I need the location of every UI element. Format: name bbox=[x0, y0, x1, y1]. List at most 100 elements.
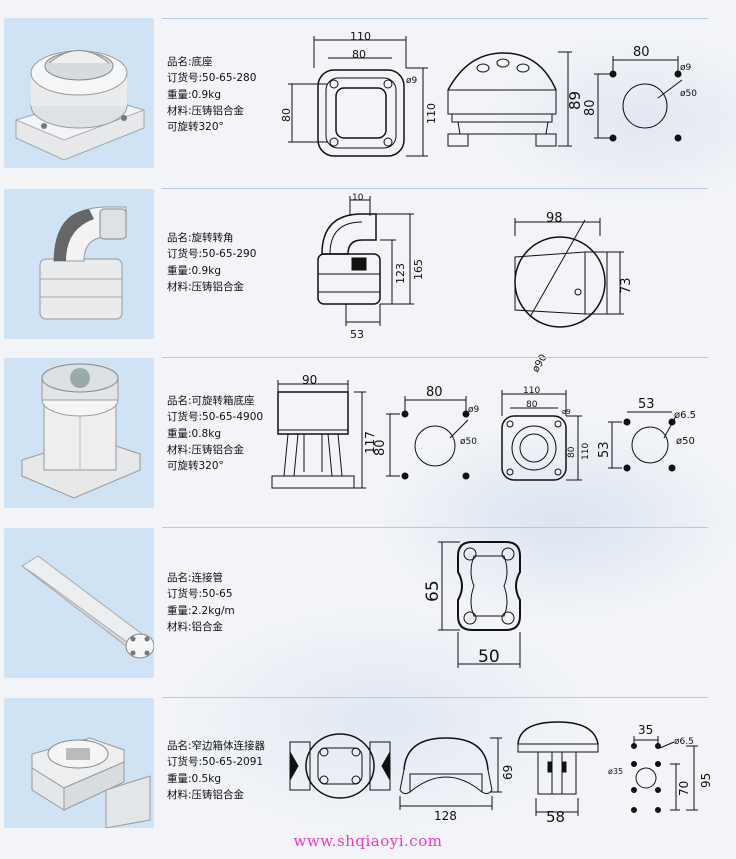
dim-label: ø9 bbox=[680, 63, 692, 73]
product-weight: 重量:0.9kg bbox=[167, 264, 221, 277]
product-photo-base bbox=[4, 18, 154, 168]
product-info-connector: 品名:窄边箱体连接器 订货号:50-65-2091 重量:0.5kg 材料:压铸… bbox=[167, 738, 265, 803]
drawing-tube: 65 50 bbox=[423, 541, 521, 668]
dim-label: 80 bbox=[426, 385, 443, 400]
dim-label: 110 bbox=[350, 30, 371, 43]
dim-label: 110 bbox=[523, 386, 540, 396]
dim-label: 10 bbox=[352, 193, 364, 203]
dim-label: 80 bbox=[373, 439, 388, 456]
dim-label: 98 bbox=[546, 211, 563, 226]
separator bbox=[162, 357, 708, 358]
base-product-image bbox=[14, 50, 146, 161]
product-weight: 重量:2.2kg/m bbox=[167, 604, 235, 617]
dim-label: ø6.5 bbox=[674, 410, 696, 421]
base-top-view bbox=[288, 36, 428, 157]
dim-label: ø9 bbox=[468, 405, 480, 415]
product-material: 材料:压铸铝合金 bbox=[167, 104, 245, 117]
connector-product-image bbox=[31, 737, 151, 828]
dim-label: 123 bbox=[394, 263, 407, 284]
connector-hole-pattern bbox=[631, 736, 698, 813]
separator bbox=[162, 188, 708, 189]
dim-label: 53 bbox=[638, 397, 655, 412]
dim-label: 165 bbox=[412, 259, 425, 280]
box-base-hole-pattern-2 bbox=[608, 411, 677, 472]
dim-label: 80 bbox=[567, 446, 577, 458]
product-material: 材料:压铸铝合金 bbox=[167, 788, 245, 801]
product-order-no: 订货号:50-65 bbox=[167, 588, 233, 601]
dim-label: 35 bbox=[638, 723, 653, 737]
dim-label: ø9 bbox=[406, 76, 418, 86]
dim-label: 128 bbox=[434, 809, 457, 823]
dim-label: ø6.5 bbox=[674, 737, 694, 747]
connector-end-view bbox=[517, 721, 599, 816]
dim-label: 70 bbox=[677, 781, 691, 796]
base-side-view bbox=[447, 51, 572, 147]
product-name: 品名:连接管 bbox=[167, 572, 224, 584]
drawing-connector: 69 128 58 35 ø6.5 ø35 70 95 bbox=[289, 721, 713, 826]
elbow-product-image bbox=[39, 206, 127, 320]
connector-top-view bbox=[289, 733, 391, 799]
dim-label: ø9 bbox=[562, 408, 571, 416]
product-info-base: 品名:底座 订货号:50-65-280 重量:0.9kg 材料:压铸铝合金 可旋… bbox=[167, 54, 256, 135]
product-material: 材料:压铸铝合金 bbox=[167, 280, 245, 293]
dim-label: 53 bbox=[597, 441, 612, 458]
elbow-side-view bbox=[317, 196, 414, 326]
dim-label: ø35 bbox=[608, 767, 623, 776]
tube-section-view bbox=[438, 541, 521, 668]
dim-label: 80 bbox=[583, 99, 598, 116]
product-order-no: 订货号:50-65-290 bbox=[167, 248, 257, 261]
dim-label: 69 bbox=[501, 765, 515, 780]
tube-product-image bbox=[21, 555, 154, 659]
product-order-no: 订货号:50-65-4900 bbox=[167, 411, 264, 424]
separator-top bbox=[162, 18, 708, 19]
drawing-elbow: 10 165 123 53 98 ø90 73 bbox=[317, 193, 634, 374]
product-order-no: 订货号:50-65-2091 bbox=[167, 756, 264, 769]
product-photo-tube bbox=[4, 528, 154, 678]
product-photo-elbow bbox=[4, 189, 154, 339]
product-info-elbow: 品名:旋转转角 订货号:50-65-290 重量:0.9kg 材料:压铸铝合金 bbox=[167, 230, 256, 295]
dim-label: 89 bbox=[566, 91, 584, 110]
connector-side-view bbox=[399, 737, 502, 810]
dim-label: 65 bbox=[423, 580, 443, 602]
box-base-product-image bbox=[21, 363, 141, 499]
dim-label: 50 bbox=[478, 647, 500, 667]
box-base-side-view bbox=[271, 380, 366, 489]
product-info-tube: 品名:连接管 订货号:50-65 重量:2.2kg/m 材料:铝合金 bbox=[167, 570, 235, 635]
elbow-top-view bbox=[514, 218, 624, 328]
base-hole-pattern bbox=[594, 56, 683, 142]
dim-label: 110 bbox=[425, 103, 438, 124]
product-material: 材料:压铸铝合金 bbox=[167, 443, 245, 456]
product-weight: 重量:0.9kg bbox=[167, 88, 221, 101]
box-base-hole-pattern bbox=[386, 396, 470, 480]
drawing-box-base: 90 117 80 ø9 80 ø50 110 80 ø9 80 110 53 … bbox=[271, 373, 696, 489]
product-order-no: 订货号:50-65-280 bbox=[167, 72, 257, 85]
dim-label: 80 bbox=[280, 108, 293, 122]
dim-label: 90 bbox=[302, 373, 317, 387]
dim-label: 80 bbox=[352, 48, 366, 61]
box-base-top-view bbox=[501, 390, 582, 481]
dim-label: ø50 bbox=[680, 89, 697, 99]
footer-url[interactable]: www.shqiaoyi.com bbox=[293, 832, 443, 850]
dim-label: 110 bbox=[581, 443, 591, 460]
product-photo-box-base bbox=[4, 358, 154, 508]
product-name: 品名:旋转转角 bbox=[167, 232, 234, 244]
product-photo-connector bbox=[4, 698, 154, 828]
dim-label: ø50 bbox=[676, 436, 695, 447]
dim-label: 117 bbox=[363, 431, 377, 454]
product-name: 品名:窄边箱体连接器 bbox=[167, 740, 266, 752]
dim-label: 53 bbox=[350, 328, 364, 341]
product-info-box-base: 品名:可旋转箱底座 订货号:50-65-4900 重量:0.8kg 材料:压铸铝… bbox=[167, 393, 263, 474]
drawing-base: 110 80 ø9 80 110 89 80 ø9 80 ø50 bbox=[280, 30, 697, 157]
product-weight: 重量:0.8kg bbox=[167, 427, 221, 440]
separator bbox=[162, 527, 708, 528]
dim-label: 58 bbox=[546, 808, 565, 826]
dim-label: 95 bbox=[699, 773, 713, 788]
product-material: 材料:铝合金 bbox=[167, 620, 224, 633]
product-weight: 重量:0.5kg bbox=[167, 772, 221, 785]
product-name: 品名:可旋转箱底座 bbox=[167, 395, 255, 407]
product-name: 品名:底座 bbox=[167, 56, 213, 68]
separator bbox=[162, 697, 708, 698]
dim-label: 80 bbox=[633, 45, 650, 60]
product-note: 可旋转320° bbox=[167, 121, 224, 134]
dim-label: 73 bbox=[619, 277, 634, 294]
